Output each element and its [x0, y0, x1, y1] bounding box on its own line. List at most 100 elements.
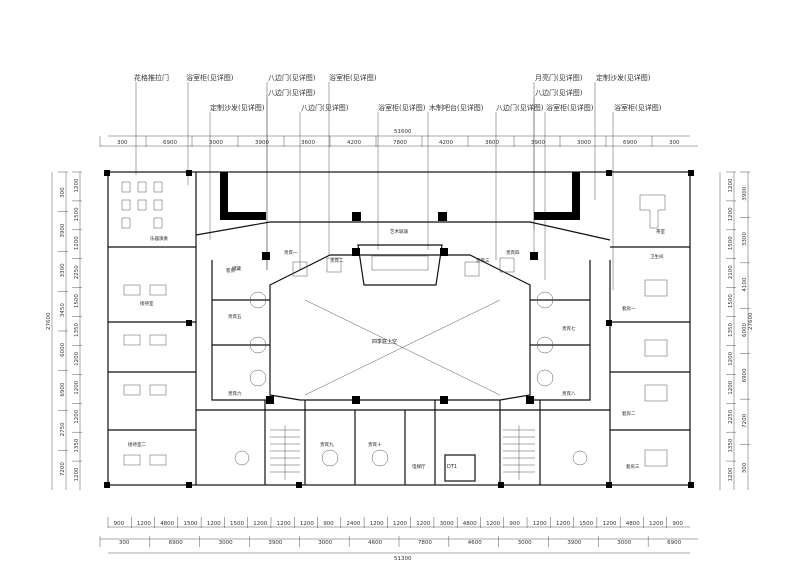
- vip-room-3-label: 贵宾三: [476, 257, 490, 264]
- dim-label: 1200: [728, 351, 734, 365]
- dim-label: 3900: [255, 140, 269, 146]
- dim-label: 4100: [742, 277, 748, 291]
- dim-label: 1200: [556, 521, 570, 527]
- stair-right: [503, 425, 535, 480]
- callout-vanity-1: 浴室柜(见详图): [186, 73, 234, 82]
- vip-room-5-label: 贵宾五: [228, 313, 242, 320]
- dim-label: 2750: [60, 422, 66, 436]
- dim-label: 6900: [667, 540, 681, 546]
- dim-label: 4200: [347, 140, 361, 146]
- dim-label: 4200: [439, 140, 453, 146]
- callout-wood-bar: 木制吧台(见详图): [429, 103, 484, 112]
- dim-label: 3000: [617, 540, 631, 546]
- callout-labels: 花格推拉门 浴室柜(见详图) 定制沙发(见详图) 八边门(见详图) 八边门(见详…: [134, 73, 662, 112]
- dim-label: 1350: [74, 323, 80, 337]
- dim-label: 1200: [728, 380, 734, 394]
- dim-label: 1200: [74, 380, 80, 394]
- dim-label: 3900: [567, 540, 581, 546]
- dim-label: 1200: [603, 521, 617, 527]
- callout-vanity-5: 浴室柜(见详图): [614, 103, 662, 112]
- vip-room-1-label: 贵宾一: [284, 249, 298, 256]
- dim-label: 4600: [368, 540, 382, 546]
- dim-label: 1200: [728, 207, 734, 221]
- bottom-row1-dims: 900 1200 4800 1500 1200 1500 1200 1200 1200 900 24…: [107, 517, 683, 528]
- dim-label: 1200: [137, 521, 151, 527]
- dim-label: 300: [742, 462, 748, 473]
- left-total-dim: 27600: [46, 312, 52, 330]
- vip-room-4-label: 贵宾四: [506, 249, 520, 256]
- bathroom-label: 卫生间: [650, 253, 664, 260]
- dim-label: 1500: [728, 294, 734, 308]
- dim-label: 7800: [418, 540, 432, 546]
- structural-columns: [104, 170, 694, 488]
- elevator-label: DT1: [447, 464, 457, 470]
- dim-label: 1200: [728, 178, 734, 192]
- callout-leaders: [135, 82, 614, 290]
- vip-room-6-label: 贵宾六: [228, 390, 242, 397]
- room-labels: 四季庭上空 艺术玻璃 乐器演奏 茶室 DT1 电梯厅 接待室 接待室二 客房 卫…: [128, 228, 665, 470]
- right-total-dim: 27600: [748, 312, 754, 330]
- dim-label: 3600: [301, 140, 315, 146]
- vip-room-9-label: 贵宾九: [320, 441, 334, 448]
- dim-label: 1500: [74, 207, 80, 221]
- dim-label: 7200: [60, 462, 66, 476]
- dim-label: 900: [672, 521, 683, 527]
- vip-room-8-label: 贵宾八: [562, 390, 576, 397]
- dim-label: 900: [509, 521, 520, 527]
- dim-label: 6900: [163, 140, 177, 146]
- dim-label: 3900: [60, 223, 66, 237]
- top-total-dim: 51600: [394, 129, 412, 135]
- dim-label: 7200: [742, 413, 748, 427]
- dim-label: 300: [669, 140, 680, 146]
- dim-label: 300: [119, 540, 130, 546]
- dim-label: 6000: [60, 342, 66, 356]
- dim-label: 1200: [74, 178, 80, 192]
- callout-octagon-door-2: 八边门(见详图): [268, 88, 316, 97]
- bottom-total-dim: 51300: [394, 556, 412, 562]
- stair-left: [270, 425, 300, 480]
- furniture: [121, 181, 668, 467]
- dim-label: 3300: [742, 232, 748, 246]
- left-inner-dims: 1200150012002250150013501200120012001350…: [72, 171, 82, 482]
- dim-label: 6900: [169, 540, 183, 546]
- dim-label: 3900: [268, 540, 282, 546]
- right-inner-dims: 1200120015002100150013501200120022501350…: [726, 171, 736, 482]
- dim-label: 3900: [742, 186, 748, 200]
- callout-octagon-door-4: 八边门(见详图): [496, 103, 544, 112]
- suite-3-label: 套房三: [626, 463, 640, 470]
- dim-label: 2250: [74, 265, 80, 279]
- callout-octagon-door-3: 八边门(见详图): [301, 103, 349, 112]
- reception-left2-label: 接待室二: [128, 441, 146, 448]
- dim-label: 1200: [253, 521, 267, 527]
- callout-octagon-door-5: 八边门(见详图): [535, 88, 583, 97]
- suite-1-label: 套房一: [622, 305, 636, 312]
- dim-label: 1500: [184, 521, 198, 527]
- dim-label: 3000: [209, 140, 223, 146]
- central-hall-label: 四季庭上空: [372, 338, 397, 345]
- dim-label: 900: [114, 521, 125, 527]
- callout-lattice-sliding-door: 花格推拉门: [134, 73, 169, 82]
- dim-label: 3000: [518, 540, 532, 546]
- vip-room-2-label: 贵宾二: [330, 257, 344, 264]
- dim-label: 4800: [626, 521, 640, 527]
- dim-label: 3600: [485, 140, 499, 146]
- callout-custom-sofa-1: 定制沙发(见详图): [210, 103, 265, 112]
- callout-vanity-4: 浴室柜(见详图): [546, 103, 594, 112]
- dim-label: 2250: [728, 409, 734, 423]
- dim-label: 300: [60, 187, 66, 198]
- callout-octagon-door-1: 八边门(见详图): [268, 73, 316, 82]
- dim-label: 3000: [219, 540, 233, 546]
- dim-label: 1350: [728, 438, 734, 452]
- callout-vanity-3: 浴室柜(见详图): [378, 103, 426, 112]
- dim-label: 2400: [346, 521, 360, 527]
- dim-label: 300: [117, 140, 128, 146]
- dim-label: 1350: [74, 438, 80, 452]
- dim-label: 1200: [486, 521, 500, 527]
- dim-label: 1500: [230, 521, 244, 527]
- dim-label: 3000: [577, 140, 591, 146]
- dim-label: 6000: [742, 323, 748, 337]
- vip-room-10-label: 贵宾十: [368, 441, 382, 448]
- dim-label: 1200: [74, 236, 80, 250]
